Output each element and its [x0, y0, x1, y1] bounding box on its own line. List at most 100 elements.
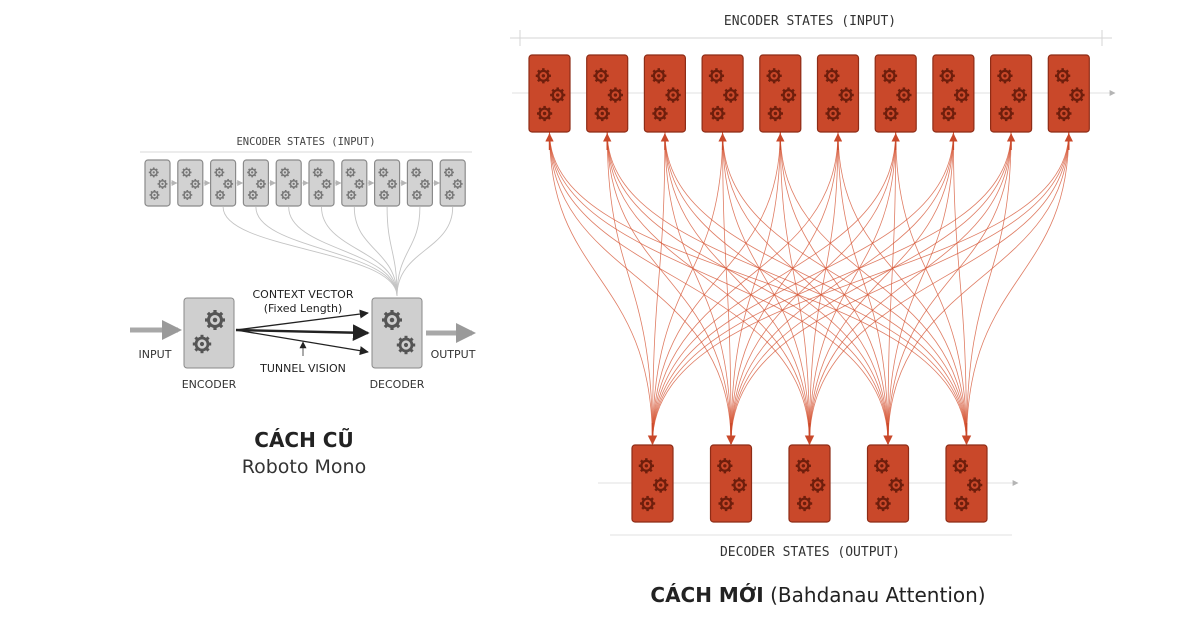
attention-line [809, 131, 839, 444]
attention-line [730, 131, 1070, 444]
old-encoder-state-1 [144, 159, 171, 207]
old-encoder-state-5 [275, 159, 302, 207]
new-encoder-state-1 [528, 54, 571, 133]
new-decoder-states-label: DECODER STATES (OUTPUT) [720, 545, 900, 560]
old-encoder-state-7 [341, 159, 368, 207]
new-decoder-state-2 [709, 444, 753, 523]
attention-line [652, 131, 666, 444]
attention-line [652, 131, 1012, 444]
attention-line [887, 131, 954, 444]
attention-line [837, 131, 967, 444]
old-state-connection [396, 206, 421, 297]
attention-line [966, 131, 1070, 444]
old-output-label: OUTPUT [431, 348, 476, 361]
old-encoder-state-4 [242, 159, 269, 207]
new-encoder-state-8 [932, 54, 975, 133]
new-encoder-state-10 [1047, 54, 1090, 133]
attention-line [779, 131, 810, 444]
attention-line [549, 131, 653, 444]
attention-line [779, 131, 967, 444]
old-state-connection [386, 206, 398, 297]
old-state-connection [222, 206, 398, 297]
old-encoder-label: ENCODER [182, 378, 237, 391]
attention-line [549, 131, 810, 444]
old-encoder-state-2 [177, 159, 204, 207]
old-context-vector-arrows [235, 309, 370, 356]
old-encoder-states-label: ENCODER STATES (INPUT) [236, 136, 375, 148]
attention-line [664, 131, 889, 444]
new-encoder-states-label: ENCODER STATES (INPUT) [724, 14, 896, 29]
attention-line [549, 131, 967, 444]
new-decoder-state-3 [788, 444, 831, 523]
attention-line [606, 131, 810, 444]
new-decoder-state-4 [866, 444, 910, 523]
old-title: CÁCH CŨ [254, 428, 353, 452]
attention-line [652, 131, 897, 444]
attention-line [779, 131, 889, 444]
attention-line [730, 131, 781, 444]
old-state-connections [222, 206, 454, 297]
attention-line [809, 131, 1070, 444]
old-approach-panel: ENCODER STATES (INPUT) INPUT ENCODER CON… [130, 136, 476, 478]
new-title: CÁCH MỚI (Bahdanau Attention) [650, 583, 985, 607]
attention-line [652, 131, 723, 444]
new-encoder-state-2 [586, 54, 629, 133]
attention-line [887, 131, 1012, 444]
old-fixed-length-label: (Fixed Length) [264, 302, 343, 315]
old-tunnel-vision-label: TUNNEL VISION [259, 362, 346, 375]
new-encoder-state-4 [701, 54, 744, 133]
attention-line [809, 131, 897, 444]
attention-line [730, 131, 897, 444]
attention-line [722, 131, 810, 444]
attention-line [809, 131, 954, 444]
old-encoder-states-row [144, 159, 466, 207]
attention-line [652, 131, 954, 444]
old-encoder-state-10 [439, 159, 466, 207]
old-decoder-block [371, 297, 423, 369]
new-encoder-state-6 [816, 54, 860, 133]
new-decoder-states-row [631, 444, 988, 523]
attention-line [895, 131, 967, 444]
attention-line [606, 131, 889, 444]
new-title-bold: CÁCH MỚI [650, 583, 763, 607]
attention-line [722, 131, 732, 444]
old-decoder-label: DECODER [370, 378, 425, 391]
attention-line [887, 131, 1070, 444]
new-approach-panel: ENCODER STATES (INPUT) DECODER STATES (O… [510, 14, 1116, 607]
new-decoder-state-1 [631, 444, 674, 523]
old-encoder-state-8 [374, 159, 401, 207]
old-subtitle: Roboto Mono [242, 456, 366, 478]
old-state-connection [396, 206, 454, 297]
attention-line [652, 131, 781, 444]
old-context-vector-label: CONTEXT VECTOR [253, 288, 354, 301]
new-encoder-state-9 [989, 54, 1033, 133]
old-encoder-state-3 [210, 159, 237, 207]
attention-line [730, 131, 954, 444]
attention-line [809, 131, 1012, 444]
attention-line [664, 131, 732, 444]
attention-line [664, 131, 967, 444]
new-encoder-state-5 [759, 54, 802, 133]
old-encoder-state-9 [406, 159, 433, 207]
old-state-connection [321, 206, 398, 297]
new-title-rest: (Bahdanau Attention) [764, 583, 986, 607]
old-encoder-state-6 [308, 159, 335, 207]
old-input-label: INPUT [139, 348, 172, 361]
attention-line [953, 131, 967, 444]
attention-line [966, 131, 1012, 444]
new-encoder-state-3 [643, 54, 687, 133]
attention-line [549, 131, 889, 444]
attention-line [549, 131, 732, 444]
attention-line [730, 131, 1012, 444]
attention-line [722, 131, 967, 444]
old-encoder-block [183, 297, 235, 369]
attention-line [730, 131, 839, 444]
attention-line [652, 131, 1070, 444]
old-state-connection [288, 206, 398, 297]
attention-line [652, 131, 839, 444]
attention-line [722, 131, 889, 444]
new-encoder-state-7 [874, 54, 917, 133]
attention-line [664, 131, 810, 444]
old-state-connection [255, 206, 398, 297]
